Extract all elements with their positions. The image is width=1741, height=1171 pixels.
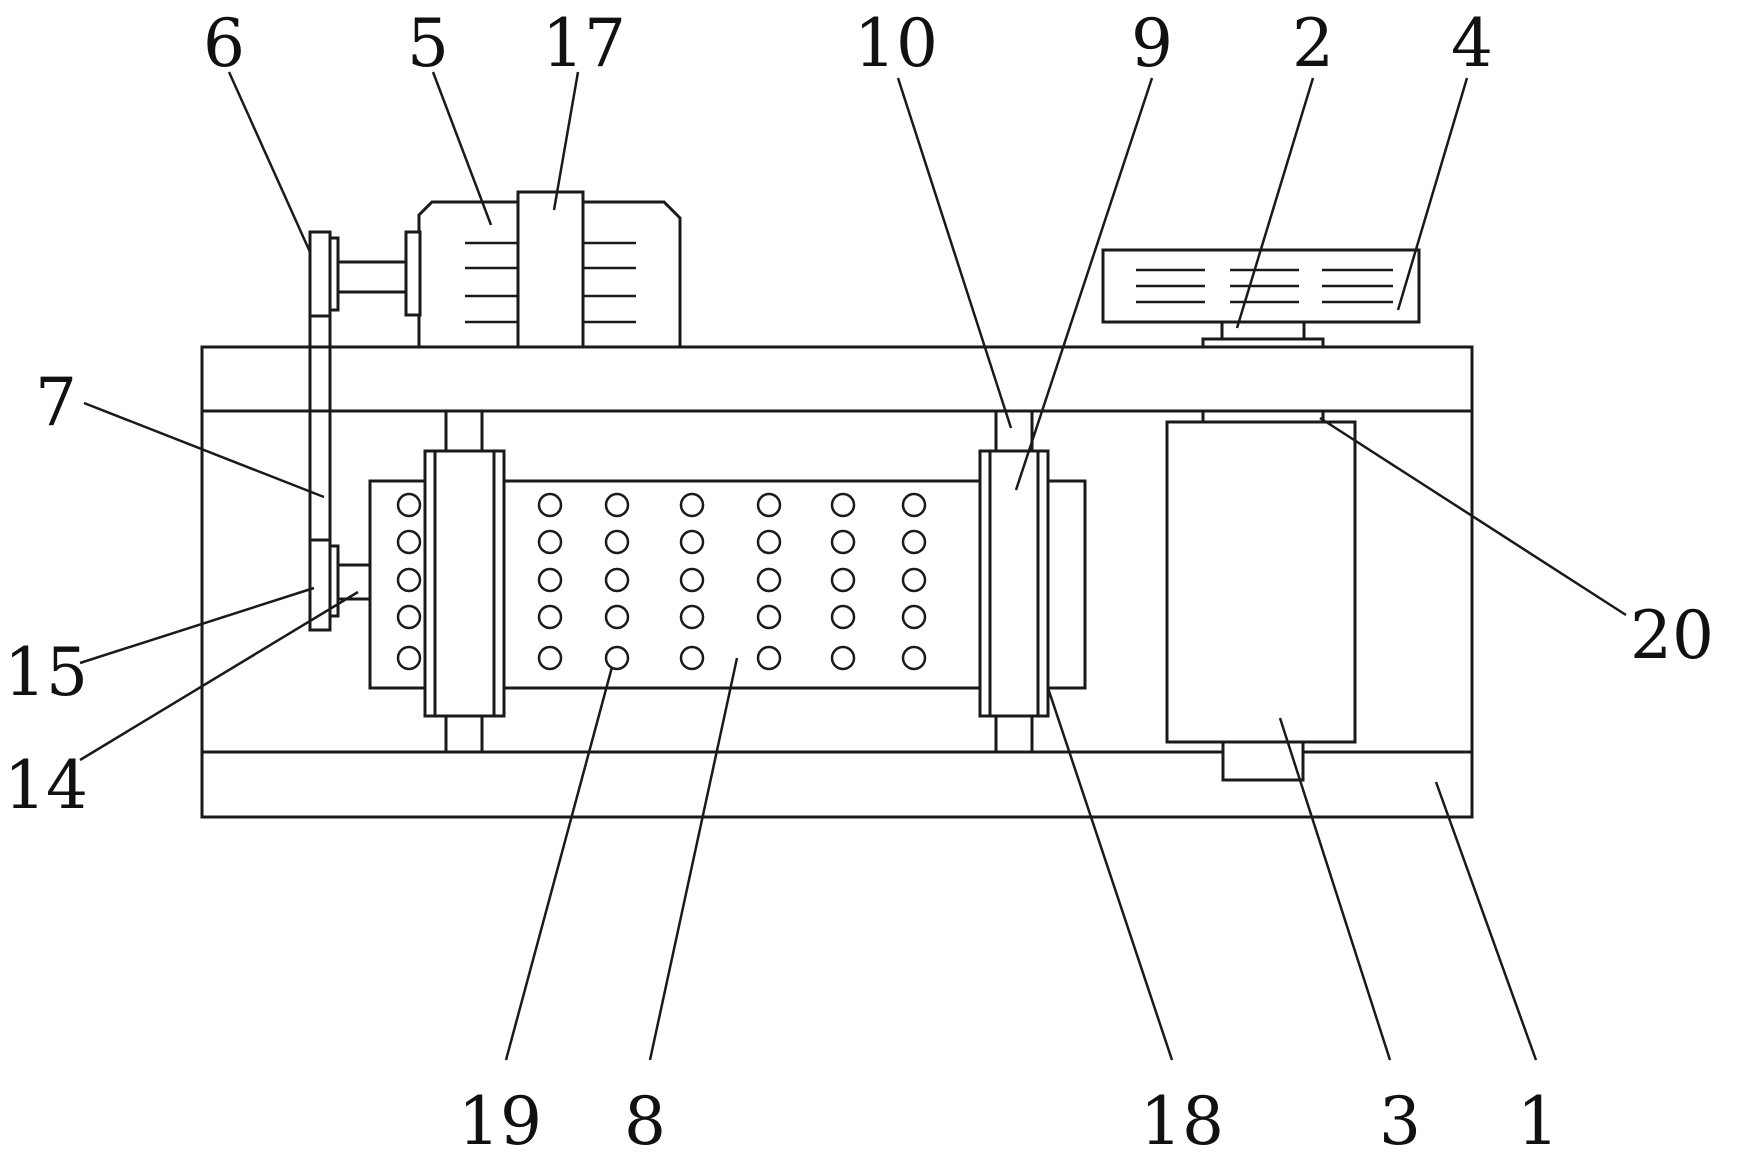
drum-hole (830, 567, 856, 593)
drum-hole (604, 567, 630, 593)
drum-hole (604, 529, 630, 555)
upper-shaft (336, 260, 408, 294)
callout-7: 7 (35, 364, 77, 441)
drum-hole (830, 529, 856, 555)
left-support (423, 409, 506, 754)
left-upper-post (444, 409, 484, 453)
drum-hole (756, 529, 782, 555)
drum-hole (901, 529, 927, 555)
leader-9 (1014, 77, 1154, 491)
callout-8: 8 (624, 1083, 666, 1160)
callout-15: 15 (4, 634, 88, 711)
drum-hole (679, 567, 705, 593)
left-bearing-inner (433, 449, 496, 718)
frame-outline (200, 345, 1474, 819)
drum-holes (396, 492, 927, 671)
drum-hole (679, 645, 705, 671)
motor-flange (404, 230, 422, 317)
leader-18 (1046, 687, 1174, 1061)
drum-hole (396, 567, 422, 593)
leader-19 (504, 666, 614, 1061)
fan-mount (1220, 320, 1306, 341)
drum-hole (537, 529, 563, 555)
drum-hole (679, 604, 705, 630)
callout-labels: 6 5 17 10 9 2 4 7 15 14 20 19 8 18 3 1 (4, 5, 1714, 1160)
drum-hole (901, 567, 927, 593)
drum-hole (537, 645, 563, 671)
drum-hole (679, 492, 705, 518)
callout-6: 6 (203, 5, 245, 82)
fan-assembly (1101, 248, 1421, 349)
heater-box (1165, 420, 1357, 744)
drum-hole (830, 604, 856, 630)
callout-17: 17 (542, 5, 626, 82)
drum-hole (679, 529, 705, 555)
leader-4 (1396, 77, 1469, 311)
leader-6 (227, 71, 312, 253)
lower-pulley (308, 538, 332, 632)
callout-2: 2 (1292, 5, 1334, 82)
right-support (978, 409, 1050, 754)
drum-hole (604, 492, 630, 518)
drum-hole (396, 492, 422, 518)
callout-5: 5 (407, 5, 449, 82)
drum-hole (901, 492, 927, 518)
leader-lines (79, 71, 1627, 1061)
drum-hole (537, 567, 563, 593)
drum-hole (830, 645, 856, 671)
callout-4: 4 (1451, 5, 1493, 82)
leader-5 (431, 71, 493, 226)
drum-hole (396, 529, 422, 555)
lower-pulley-assembly (308, 538, 372, 632)
leader-20 (1319, 416, 1627, 617)
callout-1: 1 (1517, 1083, 1559, 1160)
callout-19: 19 (458, 1083, 542, 1160)
belt (308, 316, 332, 545)
callout-18: 18 (1140, 1083, 1224, 1160)
right-lower-post (994, 714, 1034, 754)
drum-hole (537, 604, 563, 630)
heater-top-plate (1201, 409, 1325, 424)
drum-hole (756, 567, 782, 593)
drum-hole (901, 604, 927, 630)
leader-17 (552, 71, 580, 211)
callout-9: 9 (1131, 5, 1173, 82)
heater-foot (1221, 740, 1305, 782)
drum-hole (604, 604, 630, 630)
drum-hole (396, 604, 422, 630)
drum-hole (901, 645, 927, 671)
right-bearing-inner (988, 449, 1040, 718)
callout-20: 20 (1630, 597, 1714, 674)
left-lower-post (444, 714, 484, 754)
drum-hole (756, 645, 782, 671)
leader-3 (1278, 717, 1392, 1061)
drum-hole (830, 492, 856, 518)
motor-clamp (516, 190, 585, 349)
heater-assembly (1165, 409, 1357, 782)
drum-hole (756, 604, 782, 630)
leader-15 (79, 586, 315, 665)
leader-7 (83, 401, 325, 499)
upper-pulley (308, 230, 332, 318)
fan-mount-plate (1201, 337, 1325, 349)
drum-hole (756, 492, 782, 518)
leader-8 (648, 657, 739, 1061)
callout-14: 14 (4, 747, 88, 824)
right-upper-post (994, 409, 1034, 453)
drum-hole (537, 492, 563, 518)
callout-10: 10 (854, 5, 938, 82)
leader-10 (896, 77, 1013, 429)
upper-pulley-assembly (308, 230, 408, 318)
motor (404, 190, 682, 349)
drum-hole (396, 645, 422, 671)
drum-hole (604, 645, 630, 671)
leader-2 (1235, 77, 1315, 329)
leader-1 (1434, 781, 1538, 1061)
callout-3: 3 (1379, 1083, 1421, 1160)
leader-14 (79, 590, 359, 762)
